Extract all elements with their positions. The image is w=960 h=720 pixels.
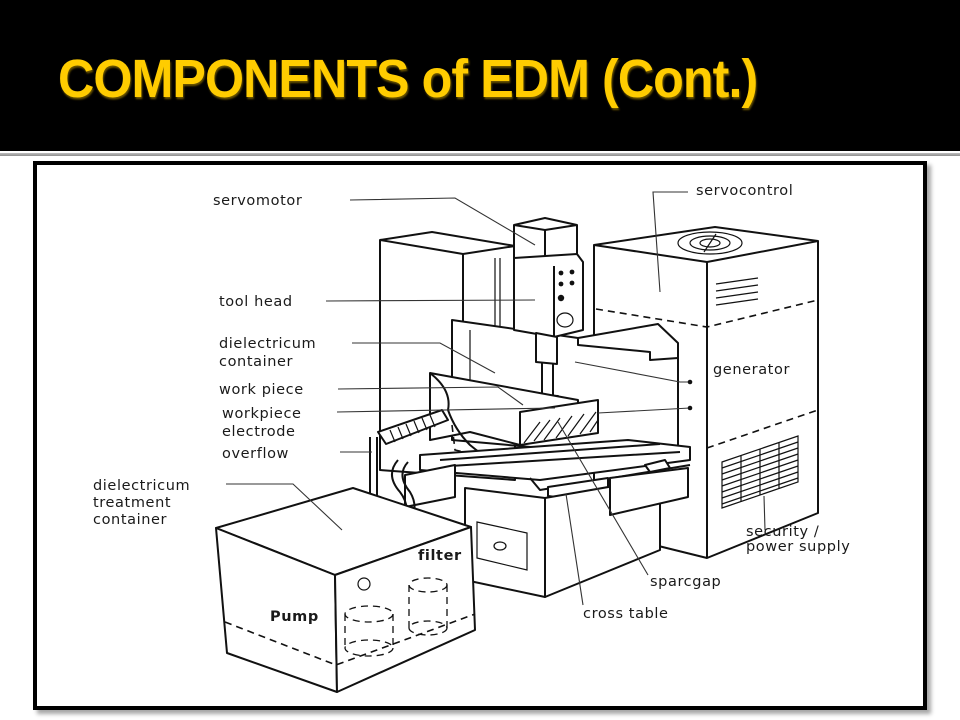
- label-sparcgap: sparcgap: [650, 574, 721, 590]
- slide-header: COMPONENTS of EDM (Cont.): [0, 0, 960, 151]
- label-workpiece-electrode-1: workpiece: [222, 406, 302, 422]
- label-treatment-2: treatment: [93, 495, 171, 511]
- label-filter: filter: [418, 548, 462, 564]
- tool-head-assembly: [513, 217, 584, 421]
- heater-coil: [377, 409, 449, 445]
- pump-icon: [344, 605, 394, 657]
- label-work-piece: work piece: [219, 382, 304, 398]
- label-security-2: power supply: [746, 539, 850, 555]
- label-tool-head: tool head: [219, 294, 293, 310]
- label-pump: Pump: [270, 609, 319, 625]
- label-generator: generator: [713, 362, 790, 378]
- label-servocontrol: servocontrol: [696, 183, 793, 199]
- leader-lines: [226, 191, 766, 606]
- label-treatment-1: dielectricum: [93, 478, 190, 494]
- vent-slots: [715, 277, 759, 306]
- cooling-fan-icon: [677, 231, 743, 255]
- work-table: [419, 372, 691, 501]
- label-dielectricum-container-2: container: [219, 354, 293, 370]
- header-divider: [0, 153, 960, 156]
- filter-icon: [408, 577, 448, 636]
- treatment-container: [215, 487, 476, 693]
- label-overflow: overflow: [222, 446, 289, 462]
- label-security-1: security /: [746, 524, 819, 540]
- access-panel: [476, 521, 528, 571]
- base-cabinet: [404, 459, 689, 598]
- label-treatment-3: container: [93, 512, 167, 528]
- slide-title: COMPONENTS of EDM (Cont.): [58, 49, 758, 109]
- power-supply-grille: [721, 435, 799, 509]
- label-dielectricum-container-1: dielectricum: [219, 336, 316, 352]
- label-servomotor: servomotor: [213, 193, 302, 209]
- label-cross-table: cross table: [583, 606, 669, 622]
- label-workpiece-electrode-2: electrode: [222, 424, 296, 440]
